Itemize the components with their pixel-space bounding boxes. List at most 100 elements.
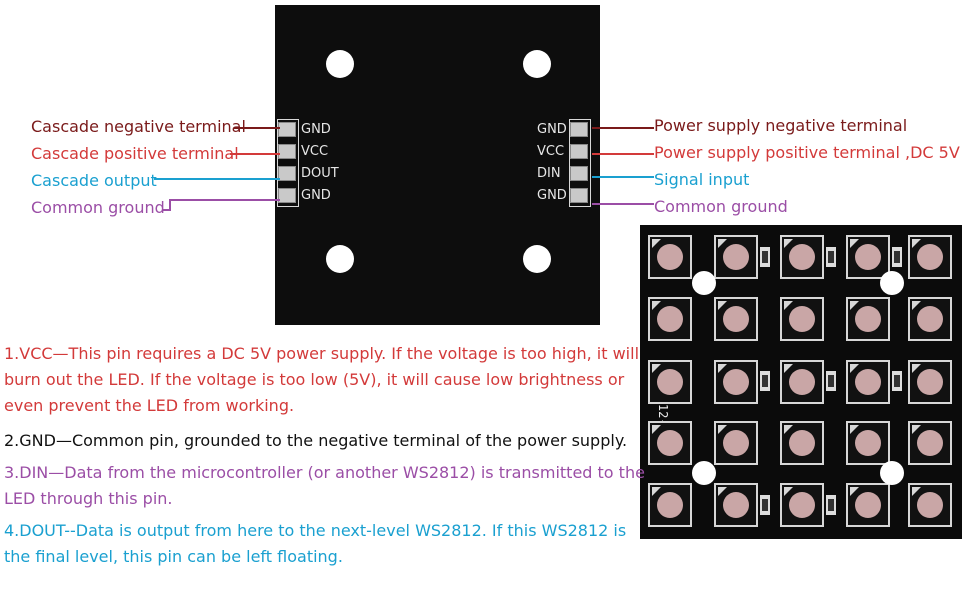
led-corner-mark — [912, 425, 921, 434]
led-corner-mark — [912, 239, 921, 248]
mounting-hole — [523, 245, 551, 273]
right-label-signal-input: Signal input — [654, 170, 750, 189]
mounting-hole — [326, 245, 354, 273]
led-lens — [723, 430, 749, 456]
right-pin-label: GND — [537, 122, 567, 137]
leader-line — [592, 176, 654, 178]
led-lens — [917, 306, 943, 332]
led-lens — [855, 244, 881, 270]
leader-line — [592, 153, 654, 155]
led-cell — [846, 235, 890, 279]
led-lens — [855, 430, 881, 456]
led-cell — [908, 483, 952, 527]
led-corner-mark — [718, 364, 727, 373]
led-corner-mark — [784, 425, 793, 434]
pin-pad — [278, 166, 296, 181]
led-corner-mark — [912, 364, 921, 373]
capacitor — [760, 247, 770, 267]
right-label-power-positive: Power supply positive terminal ,DC 5V — [654, 143, 960, 162]
led-lens — [723, 244, 749, 270]
leader-line — [154, 178, 280, 180]
led-corner-mark — [850, 487, 859, 496]
led-cell — [908, 360, 952, 404]
led-lens — [657, 369, 683, 395]
right-pin-header — [569, 119, 591, 207]
pin-pad — [570, 166, 588, 181]
led-cell — [846, 297, 890, 341]
left-label-cascade-output: Cascade output — [31, 171, 157, 190]
led-cell — [648, 360, 692, 404]
led-lens — [917, 244, 943, 270]
led-corner-mark — [784, 364, 793, 373]
led-lens — [657, 244, 683, 270]
led-cell — [648, 297, 692, 341]
led-corner-mark — [850, 239, 859, 248]
leader-line — [592, 127, 654, 129]
led-lens — [917, 492, 943, 518]
led-cell — [714, 297, 758, 341]
left-pin-label: GND — [301, 122, 331, 137]
led-lens — [917, 369, 943, 395]
led-cell — [780, 360, 824, 404]
capacitor — [826, 247, 836, 267]
mounting-hole — [326, 50, 354, 78]
led-cell — [780, 297, 824, 341]
left-pin-label: GND — [301, 188, 331, 203]
leader-line — [592, 203, 654, 205]
capacitor — [826, 371, 836, 391]
right-label-common-ground: Common ground — [654, 197, 788, 216]
led-lens — [657, 306, 683, 332]
led-corner-mark — [652, 301, 661, 310]
mounting-hole — [880, 461, 904, 485]
led-corner-mark — [718, 239, 727, 248]
led-corner-mark — [718, 487, 727, 496]
led-corner-mark — [652, 239, 661, 248]
led-corner-mark — [784, 487, 793, 496]
description-vcc: 1.VCC—This pin requires a DC 5V power su… — [4, 344, 640, 415]
led-cell — [846, 483, 890, 527]
led-corner-mark — [850, 364, 859, 373]
led-lens — [789, 369, 815, 395]
led-lens — [723, 369, 749, 395]
led-cell — [714, 483, 758, 527]
capacitor — [760, 371, 770, 391]
right-label-power-negative: Power supply negative terminal — [654, 116, 908, 135]
led-corner-mark — [718, 425, 727, 434]
led-corner-mark — [912, 301, 921, 310]
led-cell — [846, 421, 890, 465]
led-lens — [789, 492, 815, 518]
mounting-hole — [692, 271, 716, 295]
led-cell — [648, 235, 692, 279]
led-cell — [714, 235, 758, 279]
led-lens — [723, 492, 749, 518]
leader-line — [170, 199, 280, 201]
led-lens — [855, 492, 881, 518]
capacitor — [826, 495, 836, 515]
leader-line — [230, 153, 280, 155]
led-cell — [846, 360, 890, 404]
left-label-common-ground: Common ground — [31, 198, 165, 217]
pin-pad — [570, 144, 588, 159]
capacitor — [760, 495, 770, 515]
led-lens — [789, 244, 815, 270]
description-din: 3.DIN—Data from the microcontroller (or … — [4, 463, 645, 508]
capacitor — [892, 371, 902, 391]
led-lens — [723, 306, 749, 332]
led-corner-mark — [784, 301, 793, 310]
mounting-hole — [880, 271, 904, 295]
led-lens — [657, 492, 683, 518]
capacitor — [892, 247, 902, 267]
led-cell — [648, 483, 692, 527]
description-gnd: 2.GND—Common pin, grounded to the negati… — [4, 431, 628, 450]
right-pin-label: DIN — [537, 166, 561, 181]
led-cell — [780, 483, 824, 527]
board-back: GND VCC DOUT GND GND VCC DIN GND — [275, 5, 600, 325]
led-cell — [714, 421, 758, 465]
led-cell — [908, 297, 952, 341]
led-corner-mark — [718, 301, 727, 310]
led-lens — [657, 430, 683, 456]
led-cell — [908, 235, 952, 279]
pin-pad — [278, 188, 296, 203]
led-lens — [789, 430, 815, 456]
led-corner-mark — [652, 487, 661, 496]
